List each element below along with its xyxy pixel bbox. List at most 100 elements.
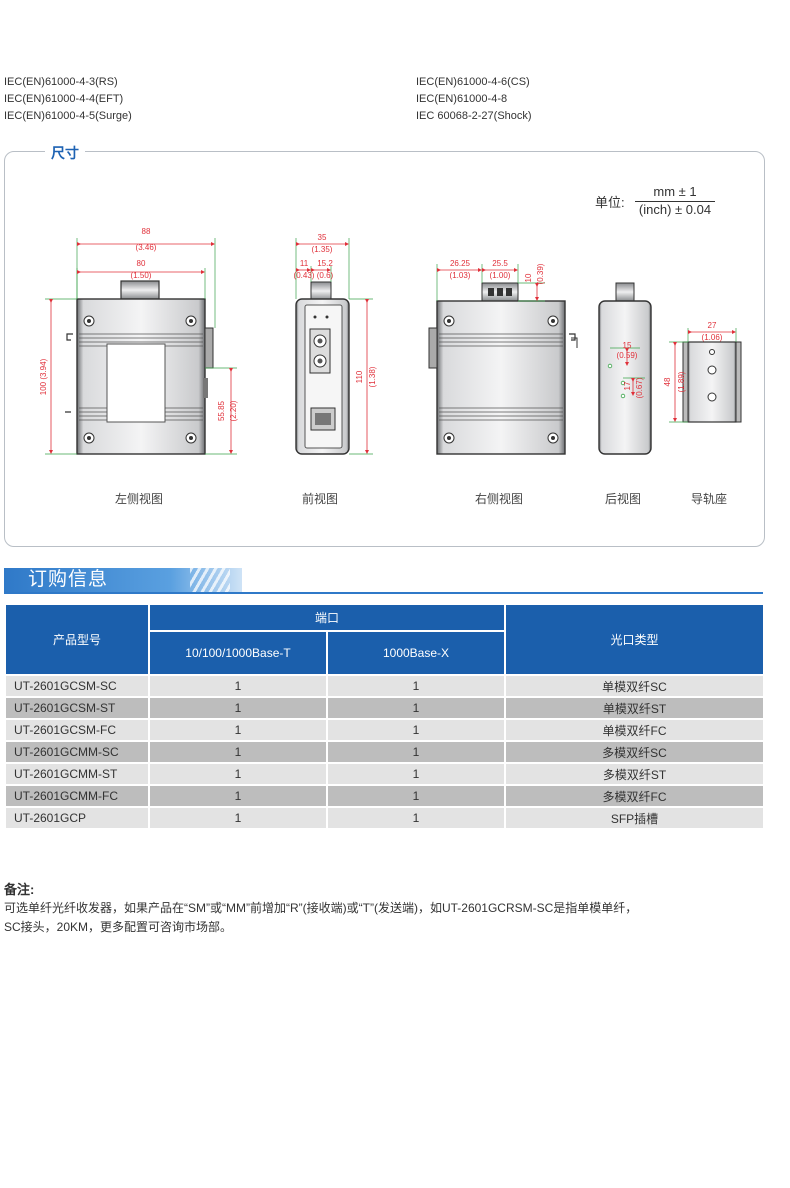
standard-item: IEC 60068-2-27(Shock) — [416, 110, 532, 122]
unit-fraction: mm ± 1 (inch) ± 0.04 — [635, 184, 715, 218]
dim-27: 27 — [708, 321, 717, 330]
standard-item: IEC(EN)61000-4-4(EFT) — [4, 93, 124, 105]
dim-25-5: 25.5 — [492, 259, 508, 268]
dim-88-inch: (3.46) — [136, 243, 157, 252]
view-label-right: 右侧视图 — [475, 492, 524, 506]
dim-15-inch: (0.59) — [617, 351, 638, 360]
dim-88: 88 — [142, 227, 151, 236]
standards-left: IEC(EN)61000-4-3(RS) IEC(EN)61000-4-4(EF… — [4, 74, 132, 125]
dimension-drawings: 88 (3.46) 80 (1.50) 100 (3.94) 55.85 (2.… — [39, 227, 742, 455]
unit-label: 单位: — [595, 195, 625, 210]
dim-10: 10 — [524, 273, 533, 282]
dim-100: 100 (3.94) — [39, 358, 48, 395]
table-row: UT-2601GCP 1 1 SFP插槽 — [4, 806, 766, 830]
cell-model: UT-2601GCMM-ST — [4, 762, 150, 786]
front-view: 35 (1.35) 11 (0.43) 15.2 (0.6) 110 (1.38… — [294, 233, 377, 455]
standard-item: IEC(EN)61000-4-6(CS) — [416, 76, 530, 88]
standard-item: IEC(EN)61000-4-5(Surge) — [4, 110, 132, 122]
note: 备注: 可选单纤光纤收发器，如果产品在“SM”或“MM”前增加“R”(接收端)或… — [4, 880, 637, 937]
dim-11: 11 — [300, 259, 309, 268]
cell-model: UT-2601GCSM-ST — [4, 696, 150, 720]
cell-copper: 1 — [148, 674, 328, 698]
cell-fiber: 1 — [325, 740, 507, 764]
dimensions-panel: 尺寸 单位: mm ± 1 (inch) ± 0.04 — [4, 143, 765, 547]
cell-model: UT-2601GCMM-FC — [4, 784, 150, 808]
dim-55-85: 55.85 — [217, 400, 226, 421]
cell-fiber: 1 — [325, 784, 507, 808]
dim-55-85-inch: (2.20) — [229, 400, 238, 421]
view-label-rail: 导轨座 — [691, 492, 728, 506]
dim-48-inch: (1.89) — [677, 371, 686, 392]
dim-11-inch: (0.43) — [294, 271, 315, 280]
dim-110-inch: (1.38) — [368, 366, 377, 387]
cell-optical: 单模双纤SC — [504, 674, 766, 698]
cell-optical: 多模双纤SC — [504, 740, 766, 764]
din-rail-mount: 27 (1.06) 48 (1.89) — [663, 321, 742, 423]
dim-17-inch: (0.67) — [635, 377, 644, 398]
title-underline — [4, 592, 763, 594]
cell-optical: SFP插槽 — [504, 806, 766, 830]
cell-copper: 1 — [148, 718, 328, 742]
cell-fiber: 1 — [325, 762, 507, 786]
table-row: UT-2601GCSM-FC 1 1 单模双纤FC — [4, 718, 766, 742]
cell-optical: 多模双纤FC — [504, 784, 766, 808]
dim-15-2-inch: (0.6) — [317, 271, 334, 280]
view-label-back: 后视图 — [605, 492, 642, 506]
cell-optical: 单模双纤FC — [504, 718, 766, 742]
dim-10-inch: (0.39) — [536, 263, 545, 284]
dim-80-inch: (1.50) — [131, 271, 152, 280]
cell-model: UT-2601GCSM-FC — [4, 718, 150, 742]
table-row: UT-2601GCMM-ST 1 1 多模双纤ST — [4, 762, 766, 786]
header-port: 端口 — [147, 603, 507, 632]
unit-denominator: (inch) ± 0.04 — [638, 202, 712, 217]
note-line: 可选单纤光纤收发器，如果产品在“SM”或“MM”前增加“R”(接收端)或“T”(… — [4, 901, 638, 915]
title-decoration — [190, 568, 230, 592]
dim-35: 35 — [318, 233, 327, 242]
standard-item: IEC(EN)61000-4-8 — [416, 93, 508, 105]
cell-copper: 1 — [148, 740, 328, 764]
dim-80: 80 — [137, 259, 146, 268]
table-row: UT-2601GCMM-SC 1 1 多模双纤SC — [4, 740, 766, 764]
table-row: UT-2601GCSM-SC 1 1 单模双纤SC — [4, 674, 766, 698]
cell-copper: 1 — [148, 784, 328, 808]
cell-copper: 1 — [148, 762, 328, 786]
header-optical: 光口类型 — [504, 603, 766, 676]
dim-48: 48 — [663, 377, 672, 386]
back-view: 15 (0.59) 17 (0.67) — [571, 282, 652, 455]
note-heading: 备注: — [4, 882, 35, 897]
note-line: SC接头，20KM，更多配置可咨询市场部。 — [4, 920, 233, 934]
dim-26-25-inch: (1.03) — [450, 271, 471, 280]
cell-model: UT-2601GCP — [4, 806, 150, 830]
dim-17: 17 — [623, 381, 632, 390]
dim-27-inch: (1.06) — [702, 333, 723, 342]
cell-fiber: 1 — [325, 806, 507, 830]
header-port-fiber: 1000Base-X — [325, 630, 507, 676]
dim-26-25: 26.25 — [450, 259, 471, 268]
dimensions-title: 尺寸 — [45, 143, 85, 163]
cell-copper: 1 — [148, 696, 328, 720]
cell-model: UT-2601GCSM-SC — [4, 674, 150, 698]
cell-optical: 单模双纤ST — [504, 696, 766, 720]
cell-fiber: 1 — [325, 674, 507, 698]
header-port-copper: 10/100/1000Base-T — [148, 630, 328, 676]
dim-15-2: 15.2 — [317, 259, 333, 268]
ordering-table: 产品型号 端口 光口类型 10/100/1000Base-T 1000Base-… — [4, 603, 766, 830]
cell-fiber: 1 — [325, 696, 507, 720]
left-side-view: 88 (3.46) 80 (1.50) 100 (3.94) 55.85 (2.… — [39, 227, 238, 455]
table-row: UT-2601GCMM-FC 1 1 多模双纤FC — [4, 784, 766, 808]
standard-item: IEC(EN)61000-4-3(RS) — [4, 76, 118, 88]
cell-copper: 1 — [148, 806, 328, 830]
cell-model: UT-2601GCMM-SC — [4, 740, 150, 764]
dim-25-5-inch: (1.00) — [490, 271, 511, 280]
dim-110: 110 — [355, 370, 364, 383]
standards-right: IEC(EN)61000-4-6(CS) IEC(EN)61000-4-8 IE… — [416, 74, 532, 125]
dim-15: 15 — [623, 341, 632, 350]
cell-fiber: 1 — [325, 718, 507, 742]
right-side-view: 26.25 (1.03) 25.5 (1.00) 10 (0.39) — [428, 259, 576, 455]
table-row: UT-2601GCSM-ST 1 1 单模双纤ST — [4, 696, 766, 720]
header-model: 产品型号 — [4, 603, 150, 676]
view-label-left: 左侧视图 — [115, 492, 164, 506]
cell-optical: 多模双纤ST — [504, 762, 766, 786]
unit-numerator: mm ± 1 — [635, 184, 715, 202]
view-label-front: 前视图 — [302, 492, 339, 506]
